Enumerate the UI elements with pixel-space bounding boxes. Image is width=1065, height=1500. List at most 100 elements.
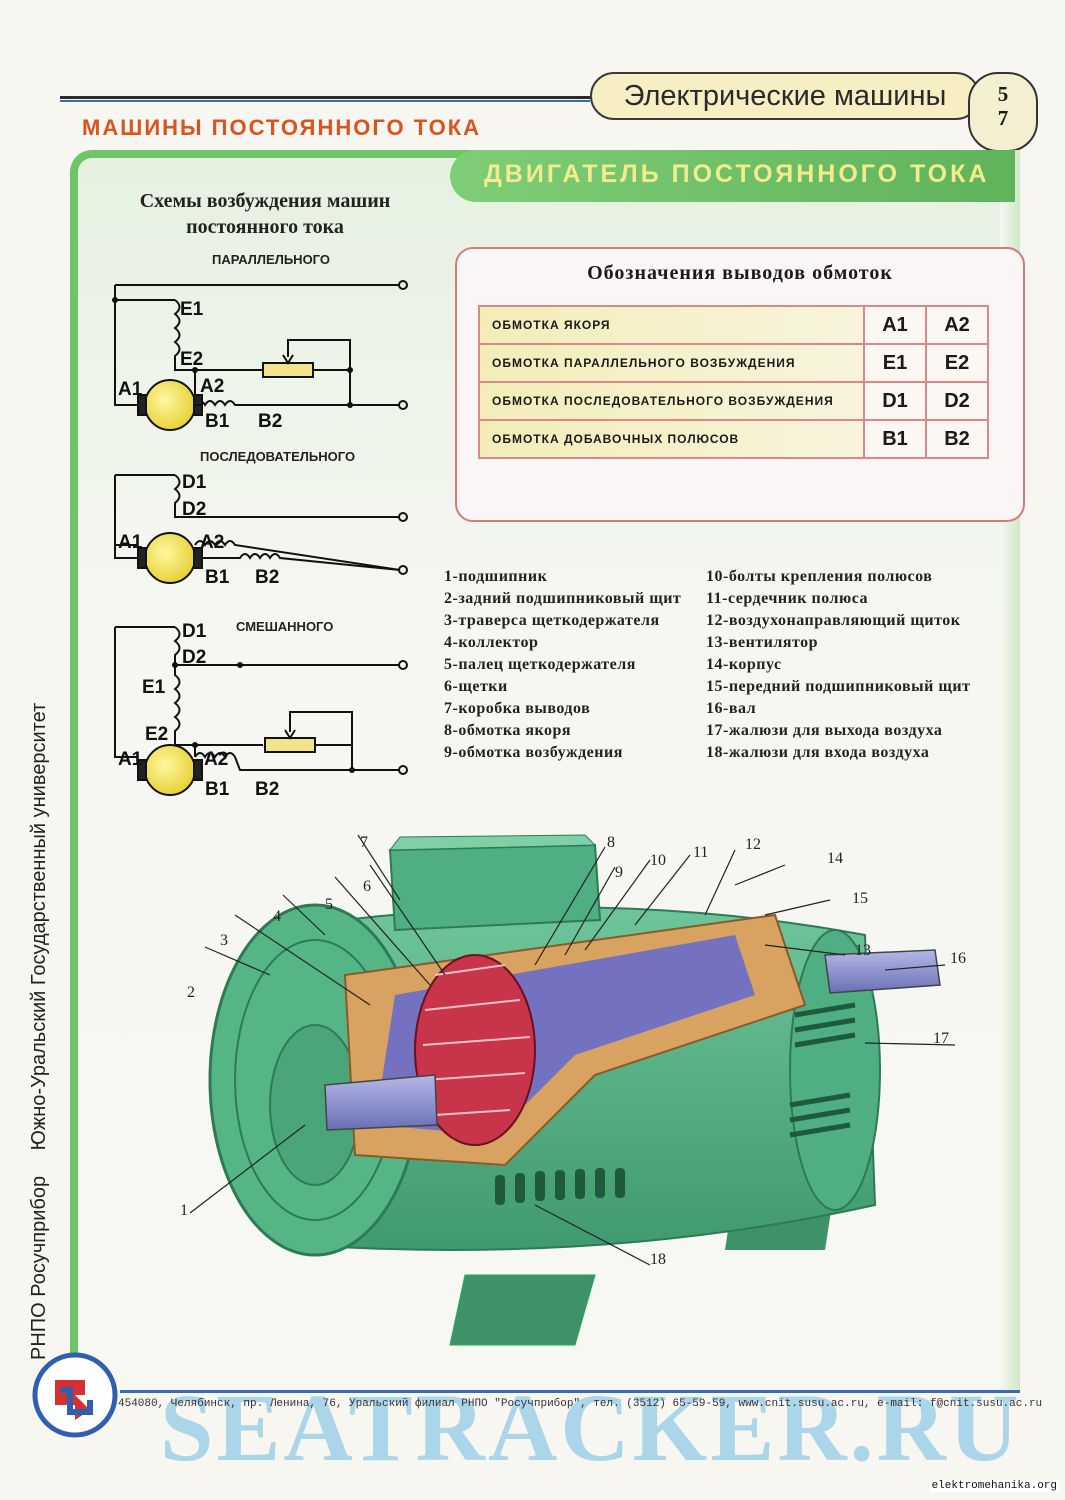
- list-item: 9-обмотка возбуждения: [444, 744, 623, 761]
- callout-12: 12: [745, 836, 761, 853]
- list-item: 8-обмотка якоря: [444, 722, 572, 739]
- list-item: 3-траверса щеткодержателя: [444, 612, 660, 629]
- page-number-badge: 5 7: [968, 72, 1038, 152]
- page-number-bottom: 7: [997, 106, 1009, 130]
- label-b1: B1: [205, 567, 230, 588]
- header-rule: [60, 96, 592, 99]
- list-item: 11-сердечник полюса: [706, 590, 869, 607]
- callout-3: 3: [220, 932, 228, 949]
- callout-1: 1: [180, 1202, 188, 1219]
- motor-foot-front: [449, 1274, 596, 1346]
- callout-16: 16: [950, 950, 966, 967]
- label-e1: E1: [142, 677, 166, 698]
- terminal-end: D2: [925, 381, 989, 421]
- footer-address: 454080, Челябинск, пр. Ленина, 76, Ураль…: [118, 1398, 1043, 1410]
- label-d1: D1: [182, 621, 207, 642]
- scheme-label-mixed: СМЕШАННОГО: [236, 619, 334, 634]
- terminal-box: [388, 843, 602, 932]
- callout-5: 5: [325, 896, 333, 913]
- label-a2: A2: [200, 532, 224, 553]
- label-b2: B2: [255, 567, 279, 588]
- label-a1: A1: [118, 532, 143, 553]
- list-item: 7-коробка выводов: [444, 700, 591, 717]
- table-row: ОБМОТКА ПАРАЛЛЕЛЬНОГО ВОЗБУЖДЕНИЯ E1 E2: [478, 343, 989, 383]
- list-item: 13-вентилятор: [706, 634, 819, 651]
- terminal-start: B1: [863, 419, 927, 459]
- callout-15: 15: [852, 890, 868, 907]
- label-d2: D2: [182, 499, 206, 520]
- excitation-schemes-diagram: E1 E2 A1 A2 B1 B2 D1 D2 A1 A2 B1 B2 D1 D…: [112, 280, 408, 800]
- scheme-label-series: ПОСЛЕДОВАТЕЛЬНОГО: [200, 449, 356, 464]
- callout-6: 6: [363, 878, 371, 895]
- label-a2: A2: [200, 376, 224, 397]
- page-number-top: 5: [997, 82, 1009, 106]
- terminal-end: E2: [925, 343, 989, 383]
- dc-motor-cutaway-illustration: 1 2 3 4 5 6 7 8 9 10 11 12 14 15 13 16 1…: [180, 834, 966, 1346]
- publisher-name: РНПО Росучприбор: [28, 1175, 50, 1360]
- label-b2: B2: [255, 779, 279, 800]
- header-rule-blue: [60, 100, 590, 102]
- legend-table: ОБМОТКА ЯКОРЯ A1 A2 ОБМОТКА ПАРАЛЛЕЛЬНОГ…: [478, 305, 989, 459]
- table-row: ОБМОТКА ПОСЛЕДОВАТЕЛЬНОГО ВОЗБУЖДЕНИЯ D1…: [478, 381, 989, 421]
- table-row: ОБМОТКА ЯКОРЯ A1 A2: [478, 305, 989, 345]
- schemes-title: Схемы возбуждения машин постоянного тока: [139, 190, 391, 238]
- side-publisher-text: РНПО Росучприбор Южно-Уральский Государс…: [28, 630, 51, 1360]
- callout-4: 4: [273, 908, 281, 925]
- parts-list-left: 1-подшипник 2-задний подшипниковый щит 3…: [444, 566, 702, 764]
- callout-7: 7: [360, 834, 368, 851]
- table-row: ОБМОТКА ДОБАВОЧНЫХ ПОЛЮСОВ B1 B2: [478, 419, 989, 459]
- label-e2: E2: [145, 724, 168, 745]
- list-item: 6-щетки: [444, 678, 508, 695]
- terminal-start: A1: [863, 305, 927, 345]
- list-item: 10-болты крепления полюсов: [706, 568, 933, 585]
- parts-list-right: 10-болты крепления полюсов 11-сердечник …: [706, 566, 1006, 764]
- callout-11: 11: [693, 844, 708, 861]
- winding-name: ОБМОТКА ДОБАВОЧНЫХ ПОЛЮСОВ: [478, 419, 865, 459]
- label-a1: A1: [118, 379, 143, 400]
- winding-name: ОБМОТКА ПАРАЛЛЕЛЬНОГО ВОЗБУЖДЕНИЯ: [478, 343, 865, 383]
- winding-name: ОБМОТКА ЯКОРЯ: [478, 305, 865, 345]
- list-item: 16-вал: [706, 700, 757, 717]
- university-name: Южно-Уральский Государственный университ…: [28, 702, 50, 1151]
- list-item: 5-палец щеткодержателя: [444, 656, 636, 673]
- watermark: SEATRACKER.RU: [160, 1374, 1022, 1481]
- callout-10: 10: [650, 852, 666, 869]
- callout-18: 18: [650, 1251, 666, 1268]
- series-title: Электрические машины: [590, 72, 980, 120]
- terminal-end: B2: [925, 419, 989, 459]
- legend-title: Обозначения выводов обмоток: [587, 262, 893, 284]
- list-item: 15-передний подшипниковый щит: [706, 678, 971, 695]
- topic-title: ДВИГАТЕЛЬ ПОСТОЯННОГО ТОКА: [484, 160, 990, 188]
- section-title: МАШИНЫ ПОСТОЯННОГО ТОКА: [82, 115, 482, 140]
- scheme-label-parallel: ПАРАЛЛЕЛЬНОГО: [212, 252, 330, 267]
- list-item: 18-жалюзи для входа воздуха: [706, 744, 930, 761]
- label-a1: A1: [118, 749, 143, 770]
- label-b1: B1: [205, 411, 230, 432]
- site-credit: elektromehanika.org: [929, 1480, 1059, 1492]
- list-item: 2-задний подшипниковый щит: [444, 590, 682, 607]
- label-b1: B1: [205, 779, 230, 800]
- list-item: 14-корпус: [706, 656, 782, 673]
- terminal-end: A2: [925, 305, 989, 345]
- list-item: 1-подшипник: [444, 568, 548, 585]
- list-item: 12-воздухонаправляющий щиток: [706, 612, 961, 629]
- label-b2: B2: [258, 411, 282, 432]
- terminal-start: D1: [863, 381, 927, 421]
- list-item: 4-коллектор: [444, 634, 539, 651]
- callout-2: 2: [187, 984, 195, 1001]
- callout-13: 13: [855, 942, 871, 959]
- callout-9: 9: [615, 864, 623, 881]
- list-item: 17-жалюзи для выхода воздуха: [706, 722, 943, 739]
- callout-8: 8: [607, 834, 615, 851]
- callout-14: 14: [827, 850, 843, 867]
- label-d2: D2: [182, 647, 206, 668]
- winding-name: ОБМОТКА ПОСЛЕДОВАТЕЛЬНОГО ВОЗБУЖДЕНИЯ: [478, 381, 865, 421]
- publisher-logo: [32, 1352, 118, 1438]
- label-e2: E2: [180, 349, 203, 370]
- terminal-start: E1: [863, 343, 927, 383]
- label-d1: D1: [182, 472, 207, 493]
- topic-banner: [450, 150, 1015, 202]
- label-a2: A2: [204, 749, 228, 770]
- footer-rule: [120, 1390, 1020, 1393]
- label-e1: E1: [180, 299, 204, 320]
